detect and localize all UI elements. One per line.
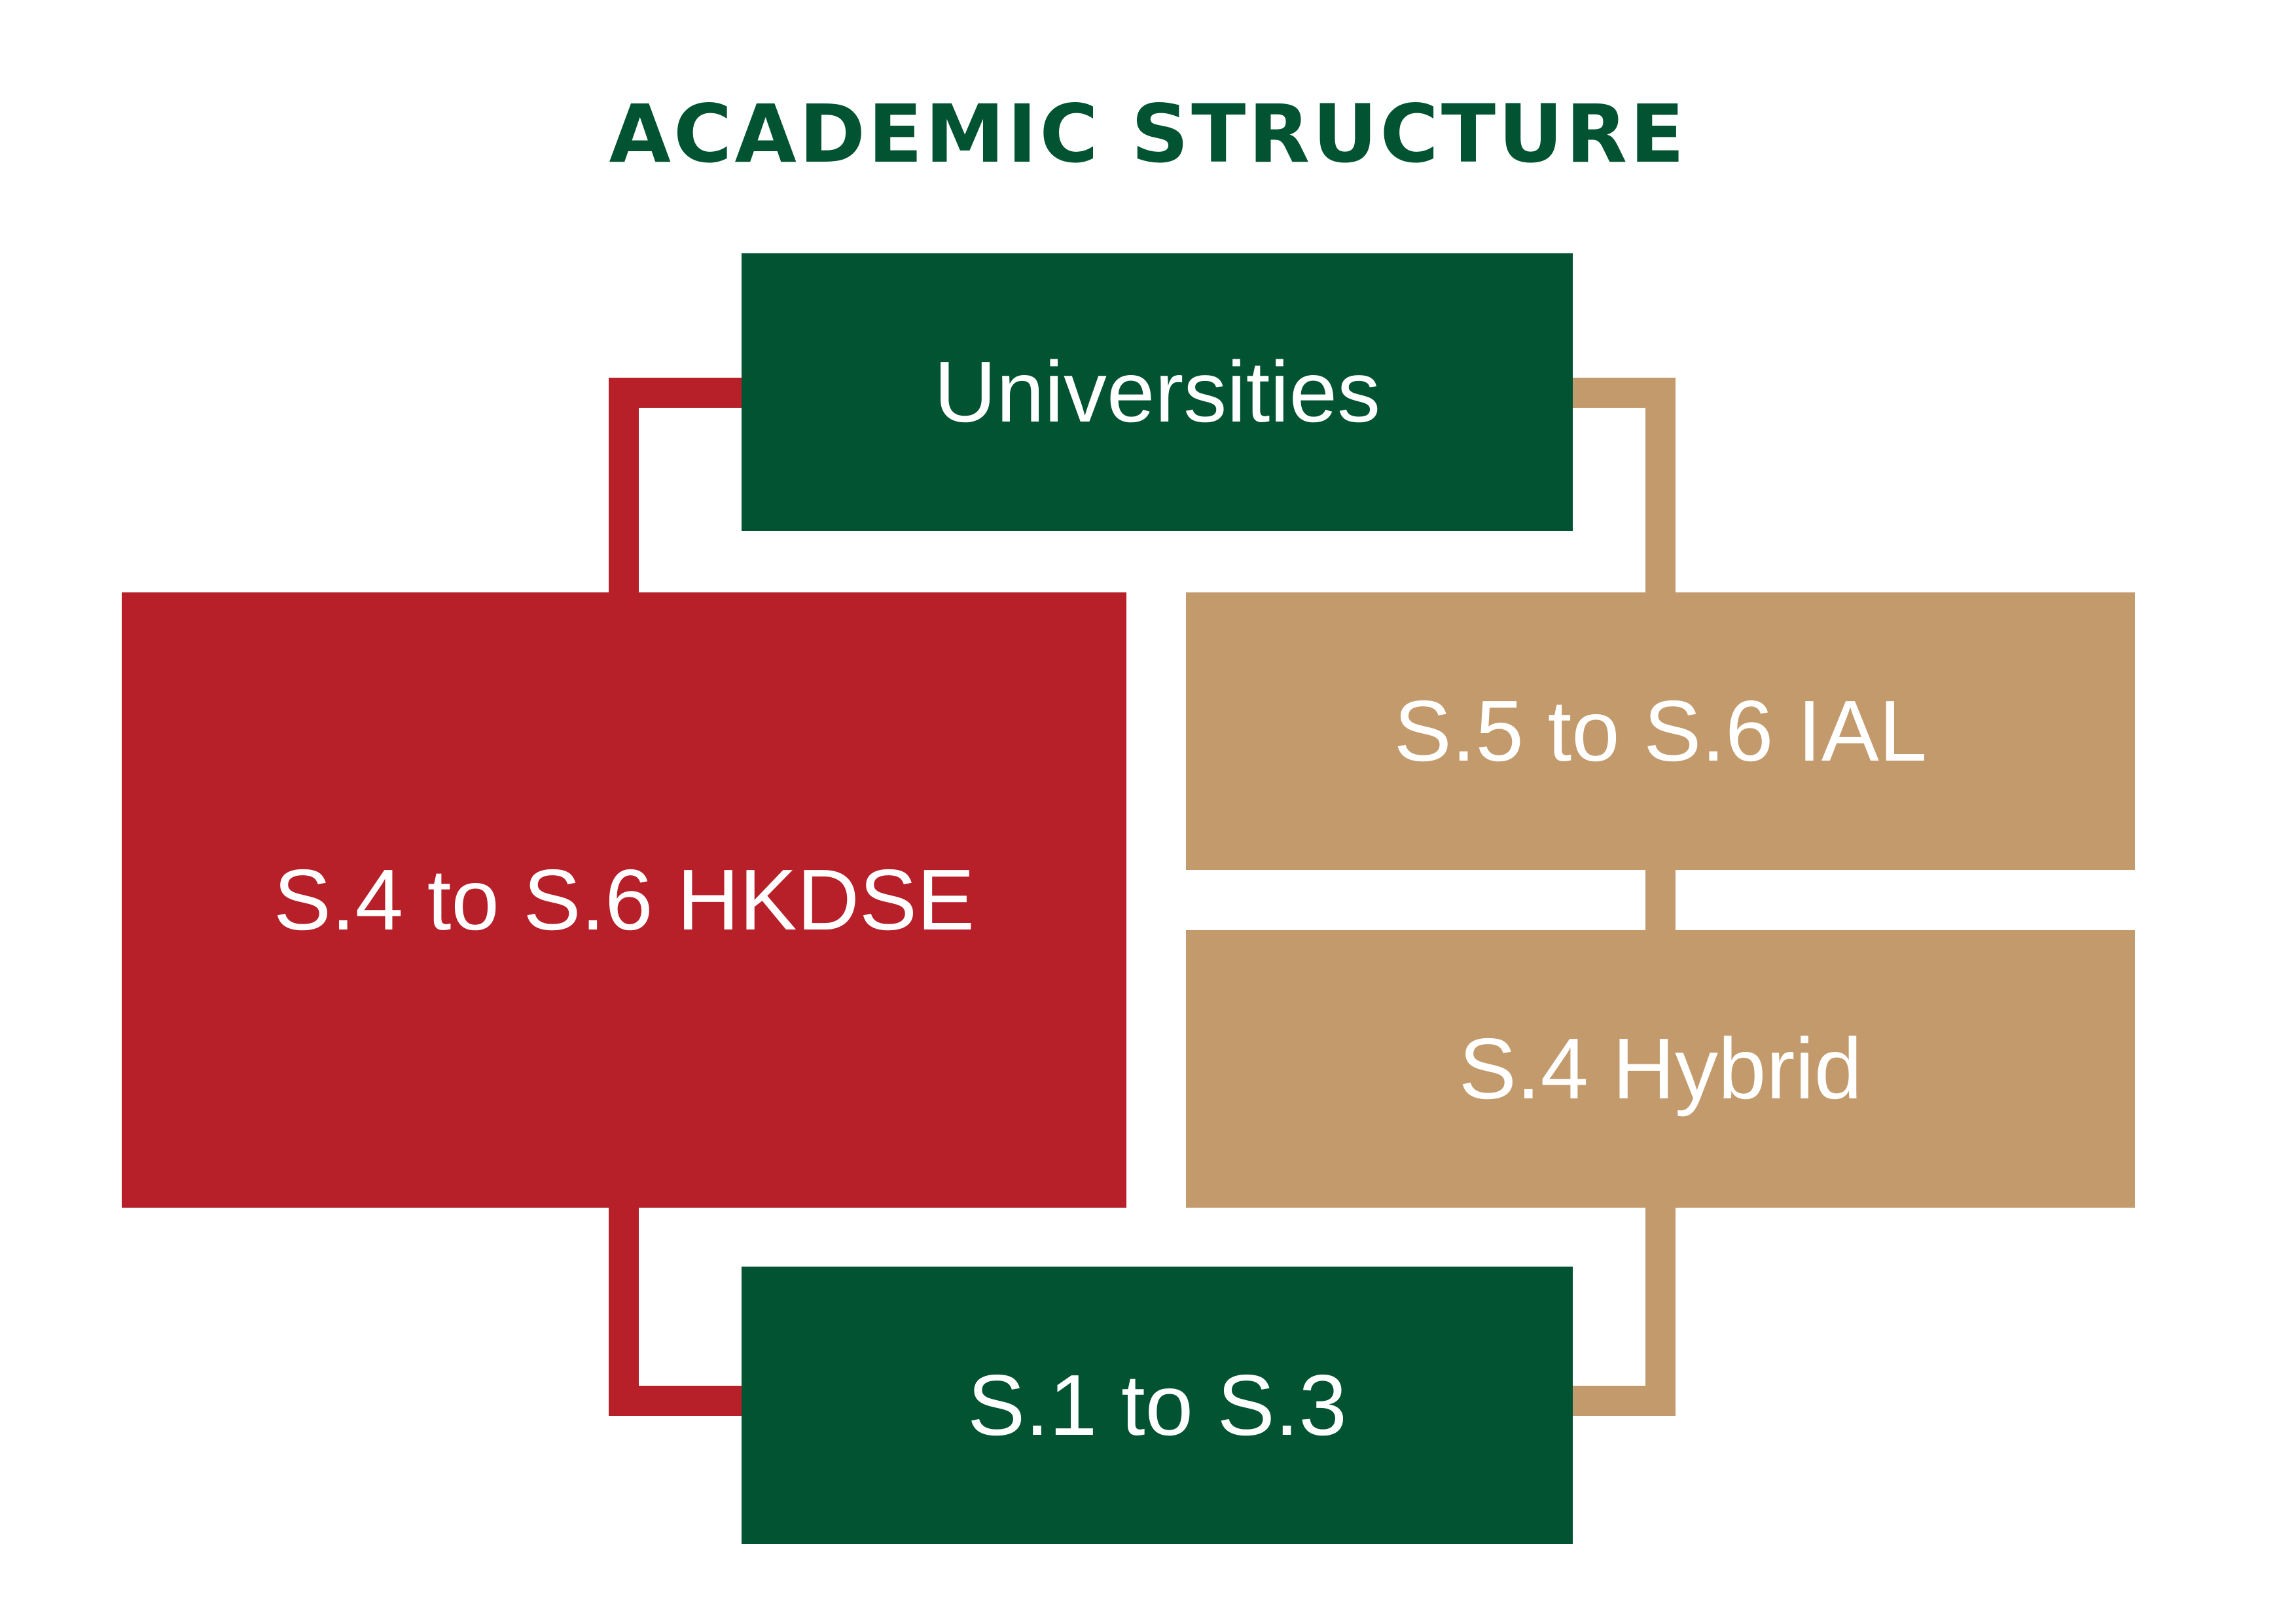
connector-ial-universities	[1568, 378, 1676, 597]
box-universities-label: Universities	[933, 344, 1381, 440]
box-hkdse-label: S.4 to S.6 HKDSE	[273, 852, 975, 948]
connector-junior-hkdse	[609, 1203, 746, 1416]
box-s5-to-s6-ial: S.5 to S.6 IAL	[1186, 592, 2135, 870]
box-s4-hybrid: S.4 Hybrid	[1186, 930, 2135, 1208]
box-ial-label: S.5 to S.6 IAL	[1393, 683, 1928, 779]
connector-hkdse-universities	[609, 378, 746, 597]
box-universities: Universities	[742, 253, 1573, 531]
box-s1-to-s3: S.1 to S.3	[742, 1267, 1573, 1544]
page-title: ACADEMIC STRUCTURE	[609, 88, 1687, 181]
box-hybrid-label: S.4 Hybrid	[1458, 1020, 1863, 1117]
box-junior-label: S.1 to S.3	[967, 1357, 1347, 1453]
box-s4-to-s6-hkdse: S.4 to S.6 HKDSE	[122, 592, 1126, 1208]
connector-junior-hybrid	[1568, 1203, 1676, 1416]
